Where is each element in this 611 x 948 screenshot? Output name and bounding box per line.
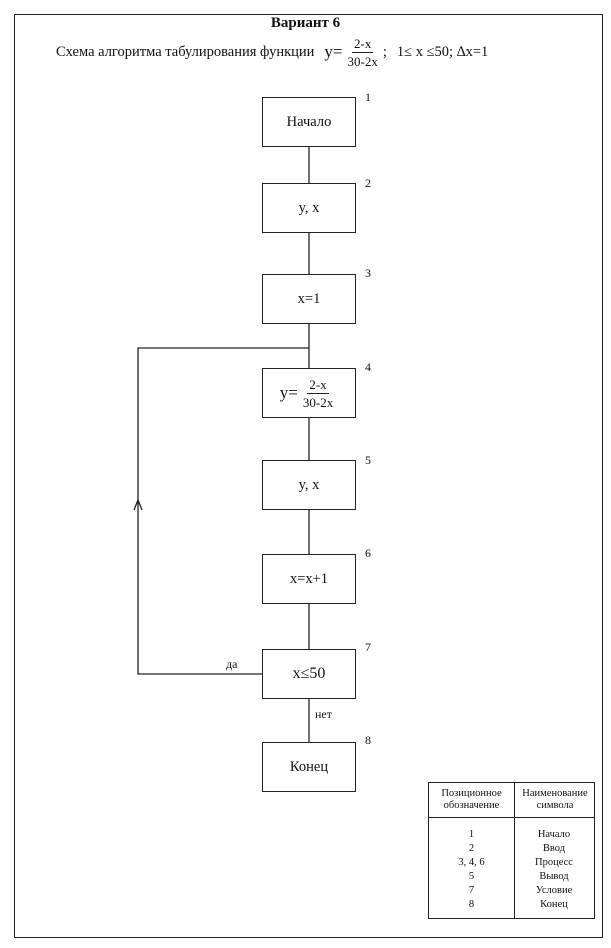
formula-fraction: 2-x 30-2x xyxy=(346,37,380,68)
block-number-6: 6 xyxy=(365,546,371,560)
block-init: x=1 xyxy=(262,274,356,324)
block-number-5: 5 xyxy=(365,453,371,467)
block-condition: x≤50 xyxy=(262,649,356,699)
variant-title: Вариант 6 xyxy=(270,15,341,31)
legend-row: 7 Условие xyxy=(429,883,594,897)
legend-header-position: Позиционное обозначение xyxy=(441,788,502,811)
block-number-7: 7 xyxy=(365,640,371,654)
legend-row: 2 Ввод xyxy=(429,841,594,855)
formula-denominator: 30-2x xyxy=(347,53,378,69)
block-input-text: y, x xyxy=(298,199,320,216)
block-increment-text: x=x+1 xyxy=(289,570,329,587)
edge-label-no: нет xyxy=(315,707,332,721)
block-condition-text: x≤50 xyxy=(292,665,326,682)
legend-row: 8 Конец xyxy=(429,897,594,911)
block-compute-fraction: 2-x 30-2x xyxy=(301,378,335,409)
legend-header-divider xyxy=(429,817,594,818)
legend-pos: 5 xyxy=(468,870,475,882)
legend-symbol-name: Вывод xyxy=(539,870,569,882)
edge-label-yes: да xyxy=(226,657,238,671)
loop-arrowhead xyxy=(133,498,143,511)
caption-text: Схема алгоритма табулирования функции xyxy=(56,43,315,60)
formula-tail: ; xyxy=(382,43,387,60)
block-number-3: 3 xyxy=(365,266,371,280)
block-output-text: y, x xyxy=(298,476,320,493)
legend-pos: 7 xyxy=(468,884,475,896)
block-number-4: 4 xyxy=(365,360,371,374)
legend-symbol-name: Начало xyxy=(537,828,571,840)
legend-row: 3, 4, 6 Процесс xyxy=(429,855,594,869)
block-increment: x=x+1 xyxy=(262,554,356,604)
block-start-text: Начало xyxy=(286,113,332,130)
block-end-text: Конец xyxy=(289,758,329,775)
block-output: y, x xyxy=(262,460,356,510)
formula-range: 1≤ x ≤50; ∆x=1 xyxy=(396,43,489,60)
block-number-2: 2 xyxy=(365,176,371,190)
legend-symbol-name: Ввод xyxy=(542,842,566,854)
block-compute: y= 2-x 30-2x xyxy=(262,368,356,418)
block-start: Начало xyxy=(262,97,356,147)
legend-rows: 1 Начало 2 Ввод 3, 4, 6 Процесс 5 Вывод … xyxy=(429,827,594,911)
block-compute-numerator: 2-x xyxy=(307,376,329,394)
legend-column-divider xyxy=(514,783,515,918)
legend-pos: 8 xyxy=(468,898,475,910)
block-end: Конец xyxy=(262,742,356,792)
subtitle: Схема алгоритма табулирования функции y=… xyxy=(56,34,488,70)
loop-back-line xyxy=(137,347,309,675)
block-compute-denominator: 30-2x xyxy=(302,394,334,410)
page-frame xyxy=(14,14,603,938)
legend-header-name: Наименование символа xyxy=(522,788,588,811)
block-number-8: 8 xyxy=(365,733,371,747)
legend-row: 1 Начало xyxy=(429,827,594,841)
block-init-text: x=1 xyxy=(297,290,321,307)
legend-symbol-name: Процесс xyxy=(535,856,573,868)
block-input: y, x xyxy=(262,183,356,233)
legend-pos: 2 xyxy=(468,842,475,854)
legend-symbol-name: Конец xyxy=(540,898,568,910)
legend-table: Позиционное обозначение Наименование сим… xyxy=(428,782,595,919)
block-compute-lhs: y= xyxy=(279,383,298,402)
block-number-1: 1 xyxy=(365,90,371,104)
legend-pos: 3, 4, 6 xyxy=(458,856,485,868)
legend-row: 5 Вывод xyxy=(429,869,594,883)
legend-pos: 1 xyxy=(468,828,475,840)
formula-lhs: y= xyxy=(324,42,343,61)
formula-numerator: 2-x xyxy=(352,35,374,53)
legend-symbol-name: Условие xyxy=(535,884,573,896)
